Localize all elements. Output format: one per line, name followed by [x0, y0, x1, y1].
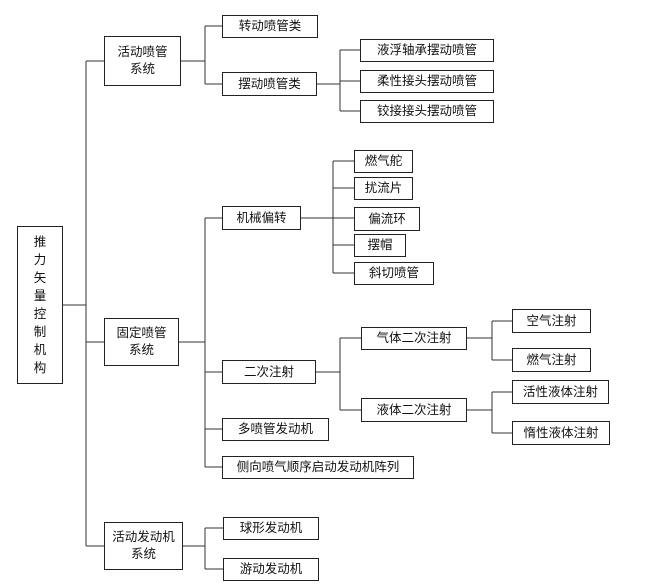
spherical-engine-node: 球形发动机: [223, 517, 319, 540]
lateral-array-label: 侧向喷气顺序启动发动机阵列: [236, 459, 400, 475]
rotating-nozzle-label: 转动喷管类: [238, 18, 302, 34]
mech-deflect-node: 机械偏转: [222, 206, 301, 230]
air-injection-label: 空气注射: [526, 312, 577, 328]
jet-vane-node: 燃气舵: [354, 150, 413, 173]
hinge-joint-node: 铰接接头摆动喷管: [360, 100, 494, 123]
gas-secondary-label: 气体二次注射: [376, 330, 452, 346]
spherical-engine-label: 球形发动机: [239, 520, 303, 536]
liquid-bearing-node: 液浮轴承摆动喷管: [360, 39, 494, 62]
air-injection-node: 空气注射: [512, 309, 591, 333]
deflect-ring-label: 偏流环: [368, 210, 406, 226]
inert-liquid-label: 惰性液体注射: [523, 424, 599, 440]
swinging-nozzle-label: 摆动喷管类: [238, 75, 301, 91]
active-liquid-node: 活性液体注射: [512, 380, 609, 404]
spoiler-node: 扰流片: [354, 177, 413, 200]
multi-nozzle-node: 多喷管发动机: [222, 418, 329, 441]
root-label: 推力矢量控制机构: [33, 233, 47, 376]
swimming-engine-node: 游动发动机: [223, 558, 319, 581]
hinge-joint-label: 铰接接头摆动喷管: [376, 103, 477, 119]
swing-cap-label: 摆帽: [367, 237, 393, 253]
swimming-engine-label: 游动发动机: [239, 561, 303, 577]
gas-injection-label: 燃气注射: [526, 351, 577, 367]
jet-vane-label: 燃气舵: [364, 153, 403, 169]
fixed-nozzle-system-node: 固定喷管 系统: [104, 318, 179, 366]
liquid-secondary-node: 液体二次注射: [361, 398, 467, 422]
scarf-nozzle-node: 斜切喷管: [354, 262, 434, 285]
secondary-injection-label: 二次注射: [243, 363, 294, 379]
secondary-injection-node: 二次注射: [222, 360, 316, 384]
swing-cap-node: 摆帽: [354, 234, 406, 257]
active-nozzle-system-label: 活动喷管 系统: [117, 44, 168, 76]
active-engine-system-label: 活动发动机 系统: [112, 529, 175, 561]
scarf-nozzle-label: 斜切喷管: [368, 265, 419, 281]
flex-joint-node: 柔性接头摆动喷管: [360, 70, 494, 93]
rotating-nozzle-node: 转动喷管类: [222, 15, 318, 38]
swinging-nozzle-node: 摆动喷管类: [222, 72, 317, 96]
root-node: 推力矢量控制机构: [17, 226, 63, 384]
fixed-nozzle-system-label: 固定喷管 系统: [116, 325, 167, 357]
spoiler-label: 扰流片: [364, 180, 403, 196]
lateral-array-node: 侧向喷气顺序启动发动机阵列: [222, 456, 414, 479]
flex-joint-label: 柔性接头摆动喷管: [376, 73, 477, 89]
inert-liquid-node: 惰性液体注射: [512, 421, 610, 445]
gas-injection-node: 燃气注射: [512, 348, 591, 372]
liquid-bearing-label: 液浮轴承摆动喷管: [376, 42, 477, 58]
liquid-secondary-label: 液体二次注射: [376, 401, 452, 417]
mech-deflect-label: 机械偏转: [236, 209, 287, 225]
multi-nozzle-label: 多喷管发动机: [237, 421, 313, 437]
active-nozzle-system-node: 活动喷管 系统: [104, 36, 181, 86]
deflect-ring-node: 偏流环: [354, 207, 420, 231]
active-engine-system-node: 活动发动机 系统: [104, 522, 183, 570]
gas-secondary-node: 气体二次注射: [361, 327, 467, 350]
active-liquid-label: 活性液体注射: [522, 383, 598, 399]
